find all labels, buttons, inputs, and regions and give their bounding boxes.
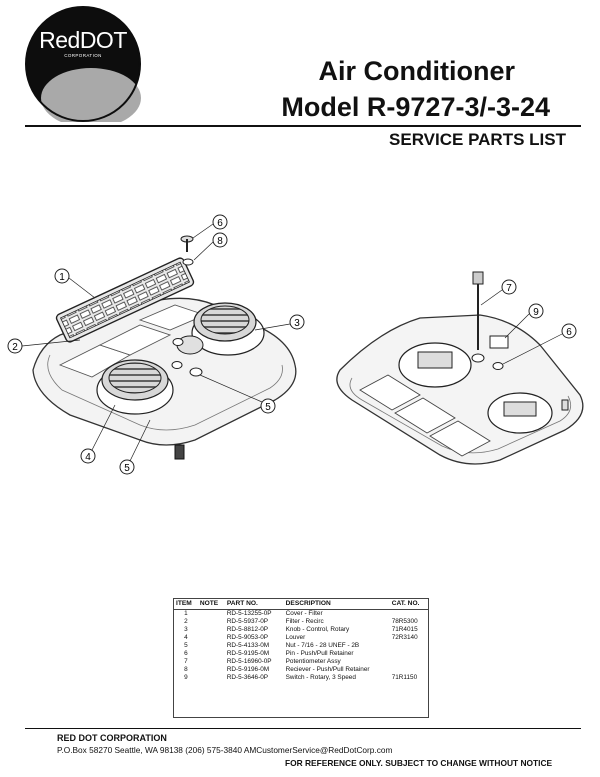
callout-8: 8 xyxy=(193,232,228,261)
cell-part-no: RD-5-9195-0M xyxy=(226,650,270,657)
svg-text:3: 3 xyxy=(294,318,300,329)
table-row: 4 RD-5-9053-0P Louver 72R3140 xyxy=(174,634,428,642)
cell-item: 6 xyxy=(184,650,188,657)
table-row: 5 RD-5-4133-0M Nut - 7/16 - 28 UNEF - 2B xyxy=(174,642,428,650)
parts-table-header: ITEM NOTE PART NO. DESCRIPTION CAT. NO. xyxy=(174,599,428,610)
callout-7: 7 xyxy=(480,279,517,306)
table-row: 2 RD-5-5937-0P Filter - Recirc 78R5300 xyxy=(174,618,428,626)
callout-5a: 5 xyxy=(199,374,276,414)
callout-9: 9 xyxy=(504,303,544,339)
table-row: 7 RD-5-16960-0P Potentiometer Assy xyxy=(174,658,428,666)
cell-cat-no xyxy=(390,650,428,658)
cell-part-no: RD-5-3646-0P xyxy=(226,674,269,681)
left-unit-top-view xyxy=(32,235,297,460)
page-subtitle: SERVICE PARTS LIST xyxy=(389,130,566,149)
cell-part-no: RD-5-13255-0P xyxy=(226,610,272,617)
callout-1: 1 xyxy=(54,268,96,299)
callout-4: 4 xyxy=(80,404,116,464)
right-callouts: 7 9 6 xyxy=(480,279,577,365)
cell-note xyxy=(198,674,225,682)
col-part-no: PART NO. xyxy=(224,599,284,610)
svg-text:5: 5 xyxy=(265,402,271,413)
callout-6-right: 6 xyxy=(502,323,577,365)
cell-description: Filter - Recirc xyxy=(285,618,324,625)
svg-text:6: 6 xyxy=(217,218,223,229)
cell-description: Potentiometer Assy xyxy=(285,658,341,665)
cell-description: Nut - 7/16 - 28 UNEF - 2B xyxy=(285,642,360,649)
cell-cat-no xyxy=(390,642,428,650)
footer-divider xyxy=(25,728,581,729)
left-callouts: 1 2 3 4 5 5 6 8 xyxy=(7,214,305,475)
cell-part-no: RD-5-9196-0M xyxy=(226,666,270,673)
cell-note xyxy=(198,634,225,642)
cell-cat-no: 72R3140 xyxy=(391,634,418,641)
disclaimer: FOR REFERENCE ONLY. SUBJECT TO CHANGE WI… xyxy=(285,758,553,768)
cell-item: 1 xyxy=(184,610,188,617)
cell-description: Louver xyxy=(285,634,306,641)
cell-part-no: RD-5-5937-0P xyxy=(226,618,269,625)
svg-text:1: 1 xyxy=(59,272,65,283)
cell-cat-no xyxy=(390,610,428,619)
table-row: 3 RD-5-8812-0P Knob - Control, Rotary 71R40… xyxy=(174,626,428,634)
table-row: 8 RD-5-9196-0M Reciever - Push/Pull Retain… xyxy=(174,666,428,674)
svg-text:6: 6 xyxy=(566,327,572,338)
cell-note xyxy=(198,642,225,650)
col-note: NOTE xyxy=(197,599,225,610)
callout-2: 2 xyxy=(7,338,81,354)
svg-text:7: 7 xyxy=(506,283,512,294)
cell-note xyxy=(198,618,225,626)
svg-text:5: 5 xyxy=(124,463,130,474)
cell-item: 7 xyxy=(184,658,188,665)
table-row: 6 RD-5-9195-0M Pin - Push/Pull Retainer xyxy=(174,650,428,658)
cell-cat-no: 71R1150 xyxy=(391,674,418,681)
cell-cat-no xyxy=(390,658,428,666)
cell-description: Pin - Push/Pull Retainer xyxy=(285,650,354,657)
cell-part-no: RD-5-9053-0P xyxy=(226,634,269,641)
company-address: P.O.Box 58270 Seattle, WA 98138 (206) 57… xyxy=(57,745,393,755)
cell-note xyxy=(198,666,225,674)
col-description: DESCRIPTION xyxy=(283,599,390,610)
right-unit-bottom-view xyxy=(336,271,584,465)
svg-text:2: 2 xyxy=(12,342,18,353)
cell-part-no: RD-5-8812-0P xyxy=(226,626,269,633)
title-line-1: Air Conditioner xyxy=(318,56,516,86)
reddot-logo: RedDOT CORPORATION xyxy=(25,6,141,128)
header-divider xyxy=(25,125,581,127)
callout-5b: 5 xyxy=(119,419,151,475)
table-row: 9 RD-5-3646-0P Switch - Rotary, 3 Speed 71R… xyxy=(174,674,428,682)
cell-note xyxy=(198,626,225,634)
cell-cat-no xyxy=(390,666,428,674)
cell-item: 2 xyxy=(184,618,188,625)
title-line-2: Model R-9727-3/-3-24 xyxy=(281,92,550,122)
cell-item: 4 xyxy=(184,634,188,641)
company-name: RED DOT CORPORATION xyxy=(57,733,167,743)
callout-6: 6 xyxy=(192,214,228,239)
cell-description: Reciever - Push/Pull Retainer xyxy=(285,666,370,673)
table-row: 1 RD-5-13255-0P Cover - Filter xyxy=(174,610,428,619)
cell-note xyxy=(198,650,225,658)
cell-note xyxy=(198,658,225,666)
parts-table: ITEM NOTE PART NO. DESCRIPTION CAT. NO. … xyxy=(173,598,429,718)
cell-item: 8 xyxy=(184,666,188,673)
cell-item: 5 xyxy=(184,642,188,649)
exploded-view-drawing: 1 2 3 4 5 5 6 8 7 9 6 xyxy=(7,214,584,475)
cell-note xyxy=(198,610,225,619)
cell-item: 9 xyxy=(184,674,188,681)
cell-part-no: RD-5-16960-0P xyxy=(226,658,272,665)
callout-3: 3 xyxy=(254,314,305,331)
cell-description: Cover - Filter xyxy=(285,610,323,617)
logo-brand-text: RedDOT xyxy=(39,27,127,53)
svg-text:4: 4 xyxy=(85,452,91,463)
cell-cat-no: 71R4015 xyxy=(391,626,418,633)
cell-item: 3 xyxy=(184,626,188,633)
col-item: ITEM xyxy=(174,599,198,610)
svg-text:8: 8 xyxy=(217,236,223,247)
cell-description: Switch - Rotary, 3 Speed xyxy=(285,674,356,681)
logo-sub-text: CORPORATION xyxy=(64,53,102,58)
cell-cat-no: 78R5300 xyxy=(391,618,418,625)
svg-text:9: 9 xyxy=(533,307,539,318)
cell-part-no: RD-5-4133-0M xyxy=(226,642,270,649)
cell-description: Knob - Control, Rotary xyxy=(285,626,350,633)
col-cat-no: CAT. NO. xyxy=(389,599,428,610)
